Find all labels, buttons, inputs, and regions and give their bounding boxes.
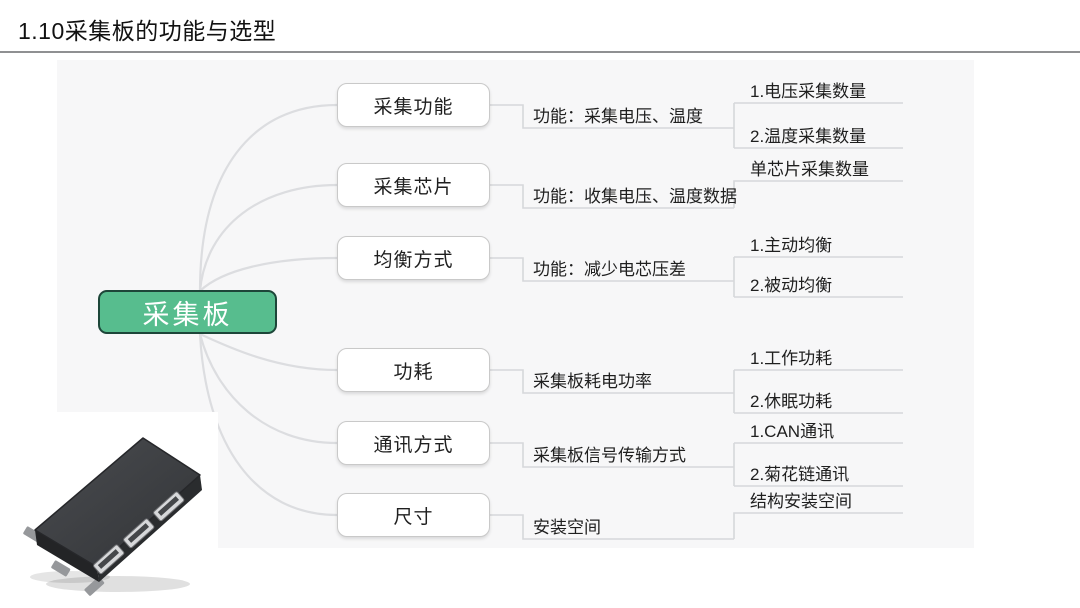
pcb-board-illustration-icon: [23, 437, 202, 596]
note-branch-1: 功能：采集电压、温度: [533, 107, 703, 126]
branch-node-gonghao: 功耗: [337, 348, 490, 392]
leaf-structure-space: 结构安装空间: [750, 492, 852, 511]
title-divider: [0, 51, 1080, 53]
root-node: 采集板: [98, 290, 277, 334]
leaf-can-comm: 1.CAN通讯: [750, 422, 835, 441]
leaf-voltage-count: 1.电压采集数量: [750, 82, 867, 101]
board-photo: [0, 412, 218, 608]
leaf-chip-count: 单芯片采集数量: [750, 160, 869, 179]
leaf-temp-count: 2.温度采集数量: [750, 127, 867, 146]
leaf-working-power: 1.工作功耗: [750, 349, 833, 368]
leaf-daisychain-comm: 2.菊花链通讯: [750, 465, 850, 484]
note-branch-6: 安装空间: [533, 518, 601, 537]
page-title: 1.10采集板的功能与选型: [18, 18, 277, 44]
leaf-active-balance: 1.主动均衡: [750, 236, 833, 255]
leaf-sleep-power: 2.休眠功耗: [750, 392, 833, 411]
note-branch-3: 功能：减少电芯压差: [533, 260, 686, 279]
note-branch-2: 功能：收集电压、温度数据: [533, 187, 737, 206]
leaf-passive-balance: 2.被动均衡: [750, 276, 833, 295]
branch-node-junheng-fangshi: 均衡方式: [337, 236, 490, 280]
branch-node-caiji-gongneng: 采集功能: [337, 83, 490, 127]
branch-node-chicun: 尺寸: [337, 493, 490, 537]
note-branch-5: 采集板信号传输方式: [533, 446, 686, 465]
branch-node-tongxun-fangshi: 通讯方式: [337, 421, 490, 465]
note-branch-4: 采集板耗电功率: [533, 372, 652, 391]
branch-node-caiji-xinpian: 采集芯片: [337, 163, 490, 207]
